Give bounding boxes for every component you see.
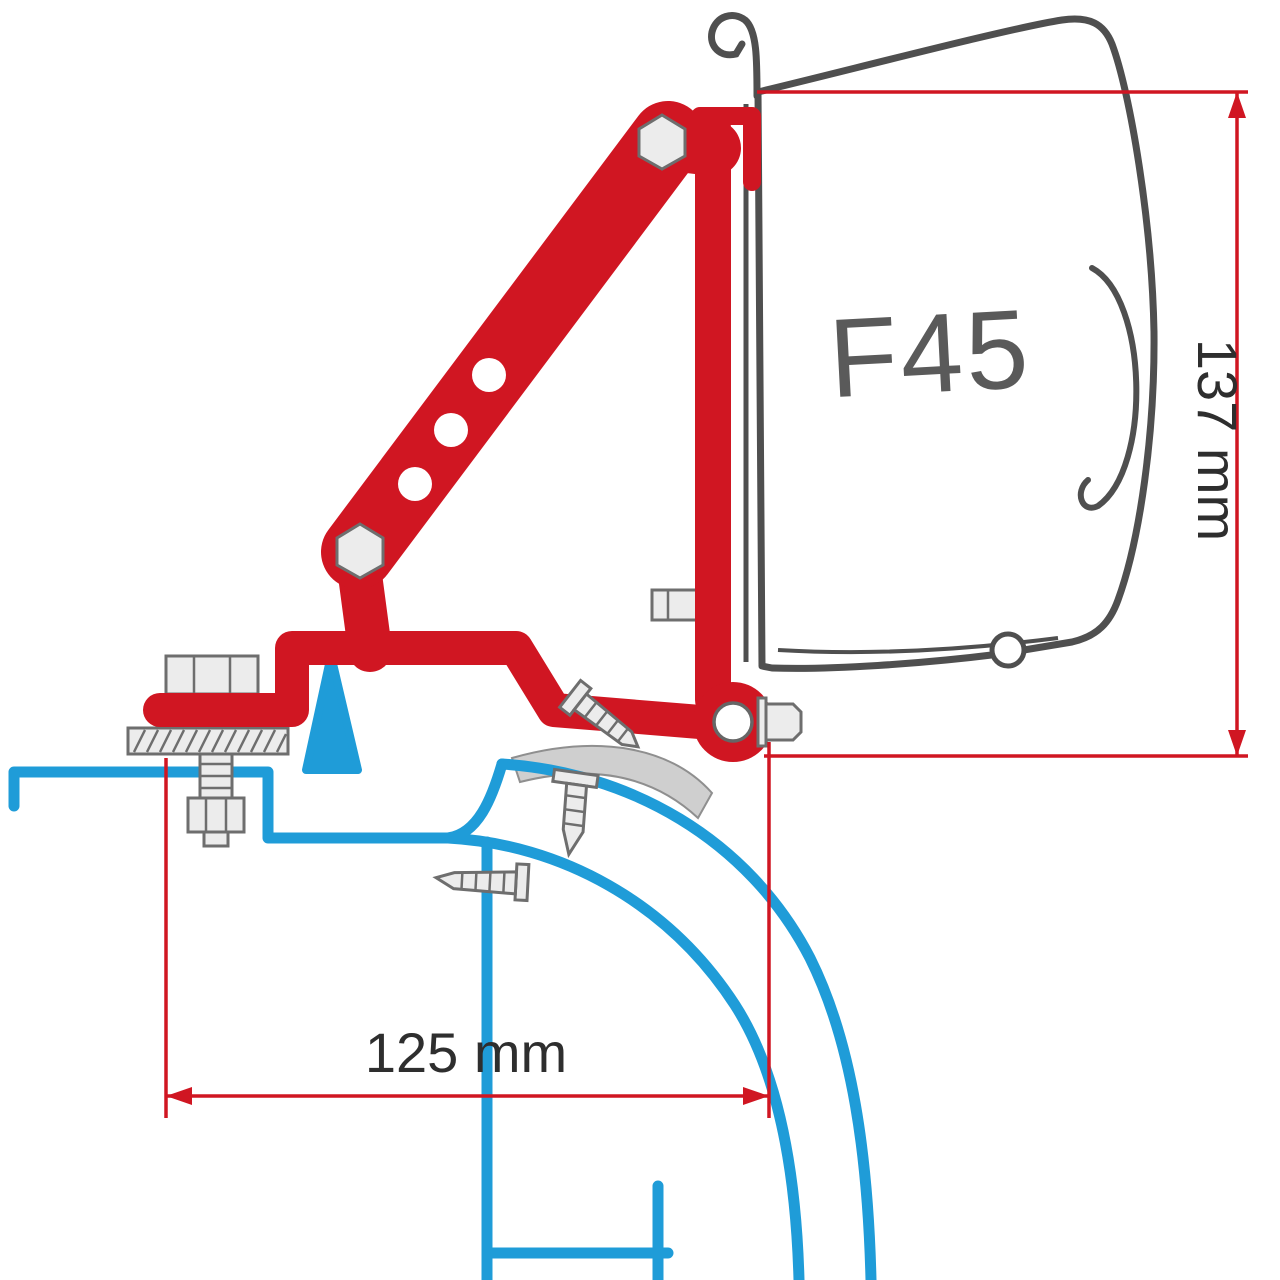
roof-flange-rise <box>442 758 508 844</box>
bolt-washer-hatch <box>132 729 288 753</box>
joint-screw-angled <box>557 678 641 749</box>
roof-screw-vertical <box>551 767 600 859</box>
awning-roller <box>989 631 1027 669</box>
vehicle-roof-profile <box>8 651 877 1280</box>
knuckle-side-bolt <box>763 702 803 742</box>
product-label: F45 <box>826 286 1034 421</box>
upright-nut <box>650 588 700 622</box>
arm-hex-bolt-top <box>637 113 687 171</box>
dimension-vertical: 137 mm <box>757 90 1249 758</box>
knuckle-pivot <box>712 701 754 743</box>
bracket-top-hook <box>691 107 761 191</box>
dimension-horizontal: 125 mm <box>164 742 771 1118</box>
awning-handle-groove <box>1077 265 1140 511</box>
roof-interior-floor <box>481 1180 674 1280</box>
arrow-up-icon <box>1228 92 1246 118</box>
roof-rib-triangle <box>302 651 362 774</box>
bolt-nut <box>186 796 246 834</box>
bolt-head <box>164 654 260 696</box>
dimension-label-horizontal: 125 mm <box>365 1021 567 1084</box>
arrow-right-icon <box>743 1087 769 1105</box>
arrow-down-icon <box>1228 730 1246 756</box>
arm-hole <box>398 467 432 501</box>
awning-case-body <box>754 15 1158 672</box>
awning-case: F45 <box>708 12 1158 672</box>
bolt-shaft-threads <box>200 762 232 790</box>
roof-screw-horizontal <box>432 862 531 903</box>
awning-hook <box>708 12 761 100</box>
knuckle-washer <box>756 696 768 748</box>
arm-hole <box>434 413 468 447</box>
dimension-label-vertical: 137 mm <box>1186 339 1249 541</box>
arm-hex-bolt-bottom <box>335 522 385 580</box>
awning-bottom-seam <box>777 636 1059 655</box>
roof-bolt-assembly <box>126 654 290 848</box>
bracket-arm-holes <box>335 113 687 580</box>
bolt-nut-facets <box>204 798 228 832</box>
bolt-tip <box>202 830 230 848</box>
arrow-left-icon <box>166 1087 192 1105</box>
bolt-head-facets <box>192 656 232 694</box>
roof-outer-skin <box>496 758 877 1280</box>
arm-hole <box>472 358 506 392</box>
